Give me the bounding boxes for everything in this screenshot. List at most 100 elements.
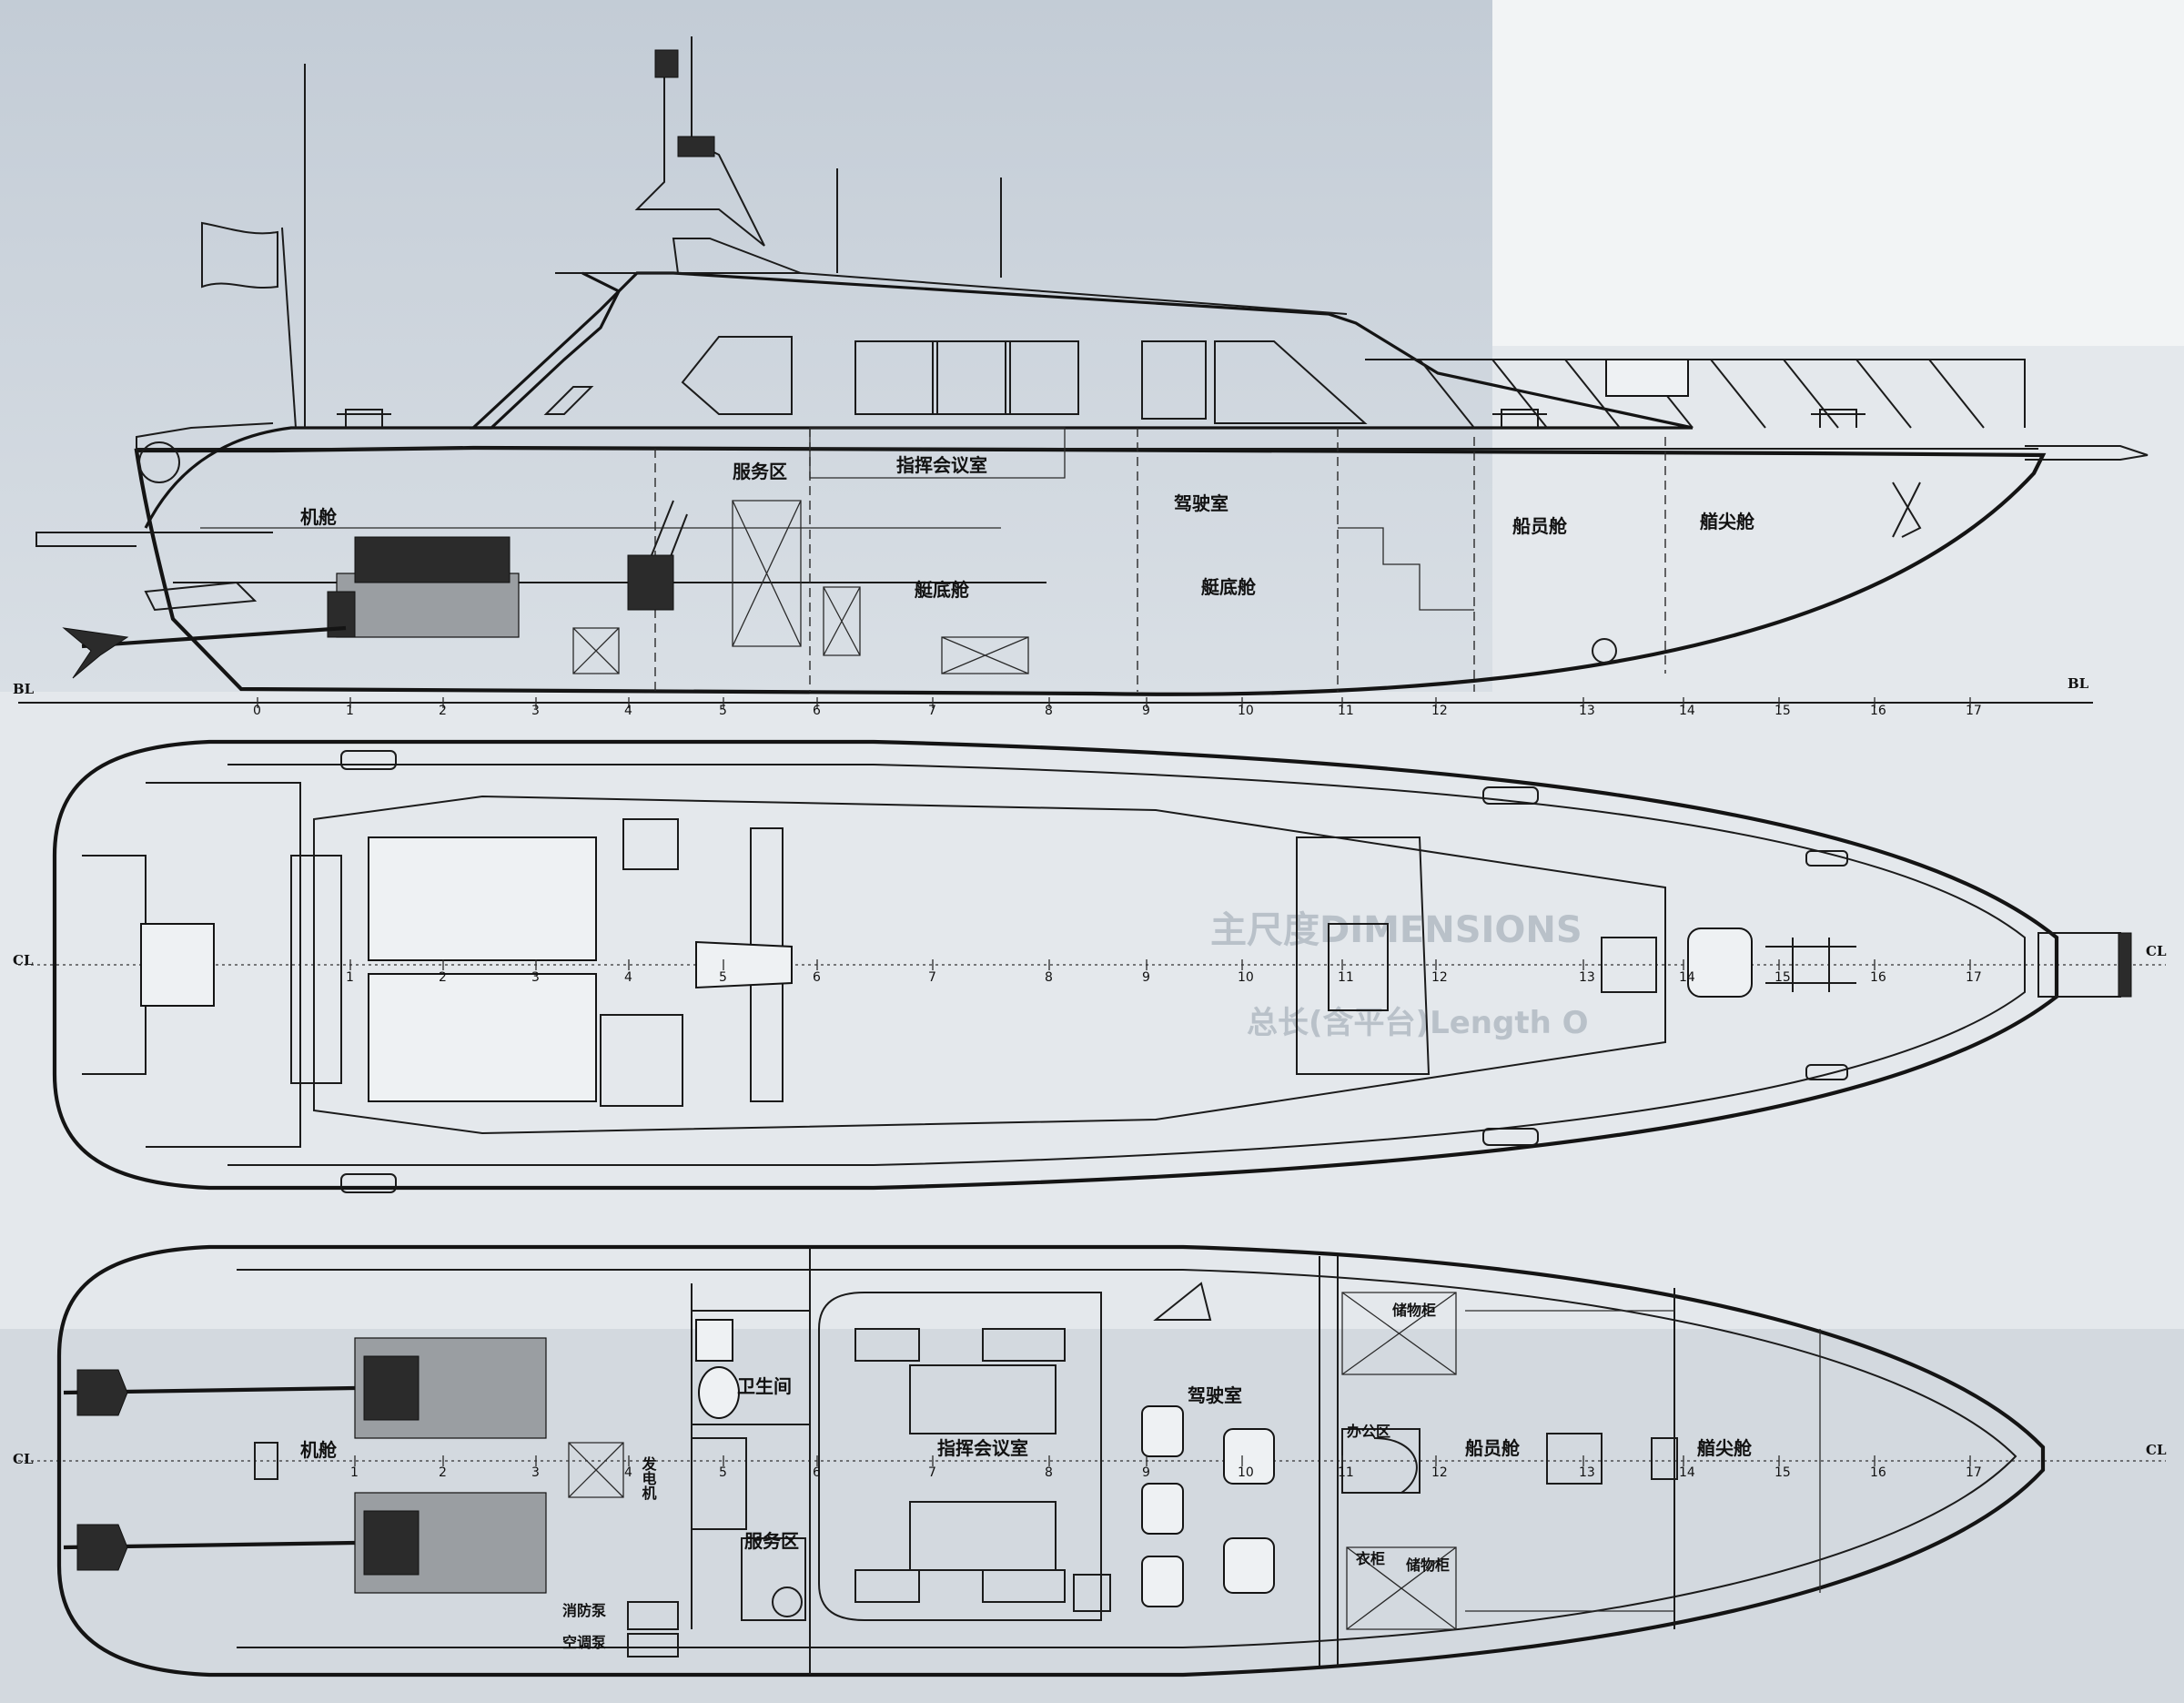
plan-steering-gear	[254, 1442, 278, 1480]
plan-engine-stbd-core	[363, 1510, 420, 1576]
plan-label-engine-room: 机舱	[300, 1439, 338, 1461]
plan-ac-pump-unit	[627, 1633, 679, 1657]
plan-forepeak-ladder	[1651, 1437, 1678, 1480]
profile-frame-number: 12	[1431, 704, 1448, 718]
profile-engine-block	[336, 573, 520, 638]
profile-stair	[1338, 527, 1474, 611]
plan-seat-3	[1141, 1556, 1184, 1607]
profile-frame-number: 6	[813, 704, 821, 718]
plan-sofa-cushion-3	[854, 1569, 920, 1603]
plan-cl-label-left: CL	[13, 1451, 34, 1467]
profile-porthole	[1592, 638, 1617, 664]
profile-stern-arch	[144, 271, 622, 529]
profile-label-bilge-b: 艇底舱	[1200, 576, 1257, 598]
deck-aft-cockpit	[146, 782, 301, 1148]
plan-command-table-2	[909, 1501, 1057, 1571]
profile-frame-number: 15	[1774, 704, 1791, 718]
plan-command-room-sofa	[818, 1292, 1102, 1621]
plan-label-locker-bottom: 储物柜	[1405, 1556, 1450, 1574]
profile-propeller-shaft	[81, 625, 347, 649]
plan-office-chair	[1373, 1437, 1418, 1494]
deck-cl-label-right: CL	[2146, 943, 2167, 959]
deck-cleat-5	[1805, 850, 1848, 867]
plan-service-counter	[741, 1537, 806, 1621]
plan-machinery	[63, 1337, 679, 1657]
deck-cl-label-left: CL	[13, 952, 34, 968]
profile-frame-number: 4	[624, 704, 632, 718]
plan-frame-number: 12	[1431, 1465, 1448, 1480]
deck-frame-number: 11	[1338, 970, 1354, 985]
plan-label-command-room: 指挥会议室	[937, 1437, 1028, 1459]
plan-engine-port-core	[363, 1355, 420, 1421]
deck-cleat-3	[1482, 786, 1539, 805]
plan-propeller-stbd	[76, 1524, 128, 1571]
plan-label-service-area: 服务区	[744, 1530, 799, 1552]
deck-frame-number: 5	[719, 970, 727, 985]
profile-frame-number: 10	[1238, 704, 1254, 718]
plan-seat-1	[1141, 1405, 1184, 1457]
plan-seat-4	[1223, 1428, 1275, 1485]
plan-label-forepeak: 艏尖舱	[1697, 1437, 1753, 1459]
deck-superstructure	[313, 795, 1666, 1135]
profile-flag-pole	[281, 227, 297, 429]
deck-frame-number: 10	[1238, 970, 1254, 985]
plan-frame-number: 9	[1142, 1465, 1150, 1480]
profile-frame-number: 9	[1142, 704, 1150, 718]
deck-solar-panel	[750, 827, 784, 1102]
plan-frame-number: 17	[1966, 1465, 1982, 1480]
plan-propeller-port	[76, 1369, 128, 1416]
plan-frame-number: 4	[624, 1465, 632, 1480]
deck-frame-number: 4	[624, 970, 632, 985]
deck-frame-number: 16	[1870, 970, 1886, 985]
deck-hull-outline	[52, 739, 2059, 1191]
deck-cleat-4	[1482, 1128, 1539, 1146]
plan-seat-2	[1141, 1483, 1184, 1535]
deck-frame-number: 17	[1966, 970, 1982, 985]
plan-generator-box	[691, 1437, 747, 1530]
deck-frame-number: 9	[1142, 970, 1150, 985]
deck-aft-bench	[290, 855, 342, 1084]
plan-tank-cross	[568, 1442, 624, 1498]
plan-label-generator: 发电机	[640, 1455, 658, 1501]
profile-frame-number: 5	[719, 704, 727, 718]
deck-roof-panel-1	[368, 836, 597, 961]
profile-propeller	[62, 627, 129, 679]
profile-stern-platform	[35, 532, 273, 547]
profile-aft-window	[543, 386, 594, 415]
baseline-label-right: BL	[2068, 675, 2089, 692]
plan-seat-5	[1223, 1537, 1275, 1594]
plan-frame-number: 15	[1774, 1465, 1791, 1480]
deck-cleat-1	[340, 750, 397, 770]
plan-office-desk	[1341, 1428, 1421, 1494]
deck-roof-panel-2	[368, 973, 597, 1102]
watermark-dimensions: 主尺度DIMENSIONS	[1210, 909, 1582, 951]
profile-store-cross	[823, 586, 861, 656]
plan-frame-number: 11	[1338, 1465, 1354, 1480]
profile-label-wheelhouse: 驾驶室	[1174, 492, 1228, 514]
plan-service-drum	[772, 1586, 803, 1617]
deck-frame-number: 14	[1679, 970, 1695, 985]
plan-frame-number: 8	[1045, 1465, 1053, 1480]
deck-frame-number: 15	[1774, 970, 1791, 985]
profile-window-5	[1141, 340, 1207, 420]
profile-bilge-cross	[941, 636, 1029, 674]
plan-frame-number: 10	[1238, 1465, 1254, 1480]
plan-label-crew-cabin: 船员舱	[1465, 1437, 1521, 1459]
deck-windlass	[1765, 938, 1856, 992]
plan-frame-number: 6	[813, 1465, 821, 1480]
plan-label-office: 办公区	[1347, 1423, 1390, 1440]
deck-frame-number: 13	[1579, 970, 1595, 985]
plan-label-ac-pump: 空调泵	[562, 1634, 606, 1651]
profile-label-command-room: 指挥会议室	[896, 454, 987, 476]
plan-wheelhouse-seats	[1073, 1405, 1275, 1612]
profile-bollard-fwd	[1811, 409, 1866, 428]
deck-fwd-hatch	[1601, 937, 1657, 993]
plan-frame-number: 1	[350, 1465, 359, 1480]
deck-frame-number: 12	[1431, 970, 1448, 985]
plan-toilet-room	[691, 1310, 811, 1425]
plan-inner-hull	[237, 1269, 2017, 1648]
deck-mast-base	[695, 940, 793, 989]
profile-tank-cross	[572, 627, 620, 674]
